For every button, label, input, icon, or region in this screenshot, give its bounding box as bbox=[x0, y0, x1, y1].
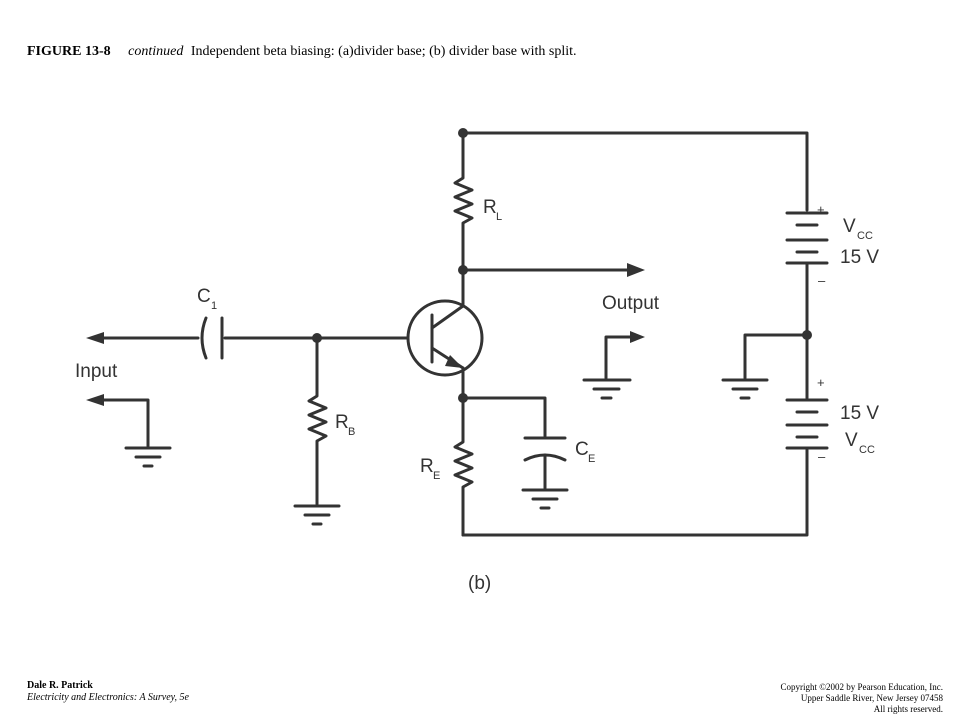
input-ground bbox=[86, 394, 172, 468]
input-line bbox=[86, 332, 410, 344]
address-line: Upper Saddle River, New Jersey 07458 bbox=[800, 693, 943, 703]
vcc-top-plus: + bbox=[817, 202, 825, 217]
caption-text: Independent beta biasing: (a)divider bas… bbox=[190, 44, 577, 59]
resistor-rb bbox=[293, 336, 341, 526]
top-rail bbox=[458, 128, 809, 212]
bottom-rail bbox=[461, 448, 809, 537]
ce-label: C bbox=[575, 439, 589, 460]
ce-subscript: E bbox=[588, 453, 595, 465]
footer-book: Electricity and Electronics: A Survey, 5… bbox=[27, 692, 189, 703]
emitter-node bbox=[458, 393, 547, 438]
vcc-bottom-label: V bbox=[845, 430, 858, 451]
vcc-bottom-value: 15 V bbox=[840, 403, 879, 424]
capacitor-c1 bbox=[200, 316, 224, 360]
rb-label: R bbox=[335, 412, 349, 433]
footer-author: Dale R. Patrick bbox=[27, 680, 93, 691]
c1-label: C bbox=[197, 286, 211, 307]
rb-subscript: B bbox=[348, 426, 355, 438]
vcc-bottom-minus: – bbox=[818, 449, 826, 464]
vcc-top-label: V bbox=[843, 216, 856, 237]
resistor-rl bbox=[453, 131, 474, 275]
capacitor-ce bbox=[521, 436, 569, 510]
re-label: R bbox=[420, 456, 434, 477]
vcc-top-subscript: CC bbox=[857, 230, 873, 242]
vcc-bottom-subscript: CC bbox=[859, 444, 875, 456]
output-arrow bbox=[461, 263, 645, 277]
part-label: (b) bbox=[468, 573, 491, 594]
figure-caption: FIGURE 13-8 continued Independent beta b… bbox=[27, 44, 577, 60]
battery-bottom bbox=[785, 333, 829, 450]
resistor-re bbox=[453, 396, 474, 537]
copyright-line: Copyright ©2002 by Pearson Education, In… bbox=[780, 682, 943, 692]
output-ground bbox=[582, 331, 645, 400]
rl-subscript: L bbox=[496, 211, 502, 223]
rights-line: All rights reserved. bbox=[873, 704, 943, 714]
caption-continued: continued bbox=[128, 44, 184, 59]
footer-attribution: Dale R. Patrick Electricity and Electron… bbox=[27, 680, 189, 704]
rl-label: R bbox=[483, 197, 497, 218]
vcc-top-minus: – bbox=[818, 273, 826, 288]
c1-subscript: 1 bbox=[211, 300, 217, 312]
battery-mid-ground bbox=[721, 333, 809, 400]
output-label: Output bbox=[602, 293, 660, 314]
re-subscript: E bbox=[433, 470, 440, 482]
input-label: Input bbox=[75, 361, 118, 382]
vcc-top-value: 15 V bbox=[840, 247, 879, 268]
figure-number: FIGURE 13-8 bbox=[27, 44, 111, 59]
footer-copyright: Copyright ©2002 by Pearson Education, In… bbox=[780, 682, 943, 715]
vcc-bottom-plus: + bbox=[817, 375, 825, 390]
transistor bbox=[406, 268, 484, 400]
